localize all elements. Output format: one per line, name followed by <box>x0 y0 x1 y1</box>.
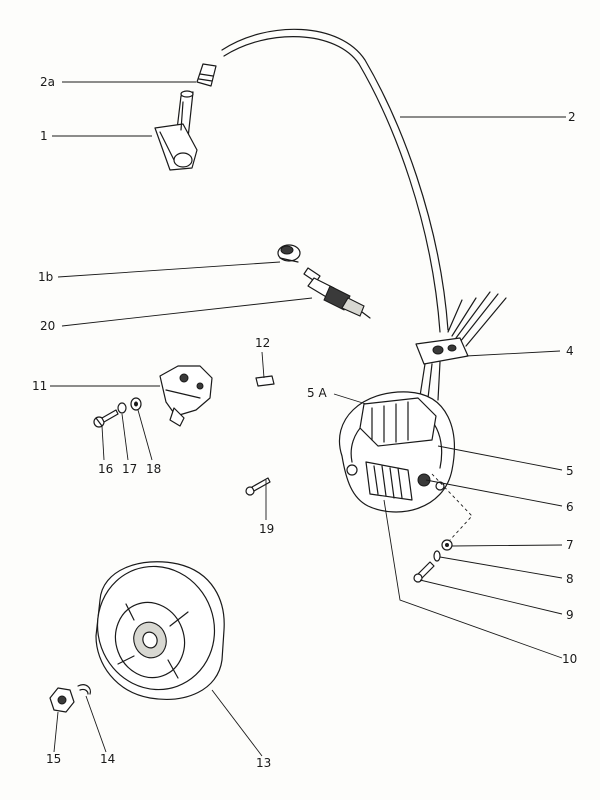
stator-plate <box>338 391 455 513</box>
callout-19: 19 <box>259 522 275 536</box>
washer-8 <box>433 550 441 562</box>
washer-7 <box>441 539 453 551</box>
washer-18 <box>130 397 142 411</box>
contact-block <box>255 375 275 387</box>
callout-11: 11 <box>32 379 48 393</box>
callout-9: 9 <box>566 608 574 622</box>
callout-17: 17 <box>122 462 138 476</box>
callout-4: 4 <box>566 344 574 358</box>
screw-19 <box>245 477 271 496</box>
callout-7: 7 <box>566 538 574 552</box>
spark-plug <box>303 267 371 319</box>
spark-plug-cap <box>154 90 198 171</box>
callout-14: 14 <box>100 752 116 766</box>
callout-1: 1 <box>40 129 48 143</box>
flywheel <box>95 561 225 700</box>
callout-8: 8 <box>566 572 574 586</box>
trigger-unit <box>159 365 213 427</box>
lock-washer <box>77 684 91 695</box>
screw-16 <box>93 409 119 428</box>
plug-cap-connector <box>196 63 217 87</box>
callout-20: 20 <box>40 319 56 333</box>
ht-cable <box>221 28 449 333</box>
callout-2a: 2a <box>40 75 55 89</box>
callout-5a: 5 A <box>307 386 327 400</box>
callout-16: 16 <box>98 462 114 476</box>
leader-lines <box>50 81 566 757</box>
callout-1b: 1b <box>38 270 54 284</box>
suppressor-cap <box>277 244 301 263</box>
grommet-and-wires <box>415 291 507 401</box>
flywheel-nut <box>49 687 75 713</box>
callout-6: 6 <box>566 500 574 514</box>
screw-9 <box>413 561 435 583</box>
callout-13: 13 <box>256 756 272 770</box>
callout-5: 5 <box>566 464 574 478</box>
callout-10: 10 <box>562 652 578 666</box>
callout-2: 2 <box>568 110 576 124</box>
callout-15: 15 <box>46 752 62 766</box>
callout-12: 12 <box>255 336 271 350</box>
callout-18: 18 <box>146 462 162 476</box>
washer-17 <box>117 402 127 414</box>
assembly-dashed-line <box>431 473 473 541</box>
